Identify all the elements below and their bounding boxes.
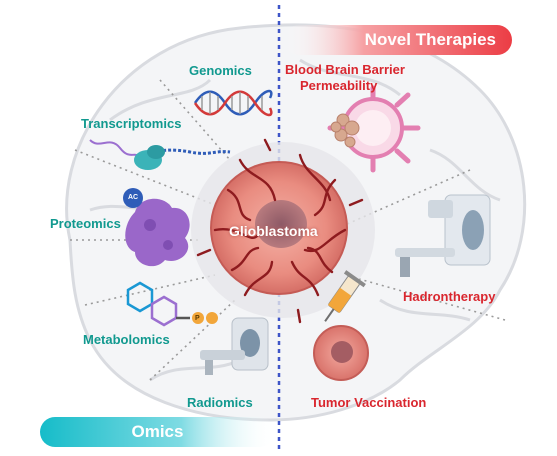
acetyl-badge: AC — [127, 194, 139, 201]
bbb-label-line2: Permeability — [300, 78, 378, 93]
bbb-label-line1: Blood Brain Barrier — [285, 62, 405, 77]
novel-therapies-banner: Novel Therapies — [284, 25, 504, 55]
glioblastoma-label: Glioblastoma — [229, 223, 318, 239]
novel-therapies-title: Novel Therapies — [364, 30, 496, 49]
omics-banner-bg — [40, 417, 275, 447]
protein-icon — [123, 188, 190, 267]
dna-helix-icon — [193, 89, 273, 117]
glioblastoma-tumor — [191, 138, 375, 324]
vaccinated-tumor-icon — [313, 325, 369, 381]
mri-scanner-icon — [200, 317, 269, 375]
hadrontherapy-machine-icon — [395, 194, 491, 277]
rna-polymerase-icon — [89, 139, 231, 170]
omics-banner: Omics — [40, 417, 275, 447]
radiomics-label: Radiomics — [187, 395, 253, 410]
metabolite-icon — [126, 281, 218, 327]
omics-title: Omics — [131, 422, 184, 441]
transcriptomics-label: Transcriptomics — [81, 116, 182, 131]
proteomics-label: Proteomics — [50, 216, 121, 231]
blood-brain-barrier-icon — [327, 85, 421, 173]
phosphate-badge: P — [195, 315, 200, 322]
hadrontherapy-label: Hadrontherapy — [403, 289, 496, 304]
novel-therapies-banner-bg — [284, 25, 512, 55]
genomics-label: Genomics — [189, 63, 252, 78]
metabolomics-label: Metabolomics — [83, 332, 170, 347]
tumor-vaccination-label: Tumor Vaccination — [311, 395, 427, 410]
syringe-icon — [324, 270, 366, 322]
